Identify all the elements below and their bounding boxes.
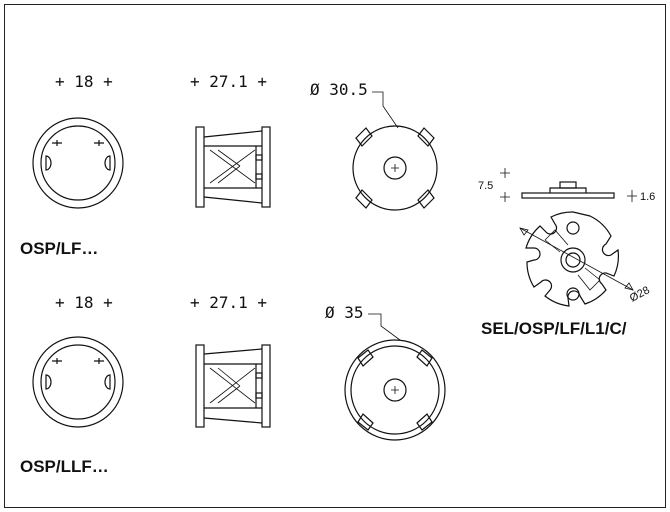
dim-16: 1.6 (640, 191, 655, 203)
label-osp-llf: OSP/LLF… (20, 457, 109, 476)
front-view-osp-llf (32, 336, 124, 428)
dim-35: Ø 35 (325, 303, 364, 322)
dim-18-top: + 18 + (55, 72, 113, 91)
side-view-osp-llf (195, 344, 271, 428)
leader-305 (372, 91, 399, 129)
sel-side-view (500, 168, 637, 202)
dim-271-top: + 27.1 + (190, 72, 267, 91)
drawing-frame (4, 4, 666, 508)
top-view-305 (352, 125, 438, 211)
front-view-osp-lf (32, 117, 124, 209)
sel-top-view (519, 211, 634, 307)
label-osp-lf: OSP/LF… (20, 239, 98, 258)
side-view-osp-lf (195, 126, 271, 208)
leader-35 (368, 313, 401, 341)
dim-271-bottom: + 27.1 + (190, 293, 267, 312)
label-sel-osp: SEL/OSP/LF/L1/C/ (481, 319, 627, 338)
dim-305: Ø 30.5 (310, 80, 368, 99)
dim-75: 7.5 (478, 180, 493, 192)
dim-18-bottom: + 18 + (55, 293, 113, 312)
top-view-35 (344, 339, 446, 441)
